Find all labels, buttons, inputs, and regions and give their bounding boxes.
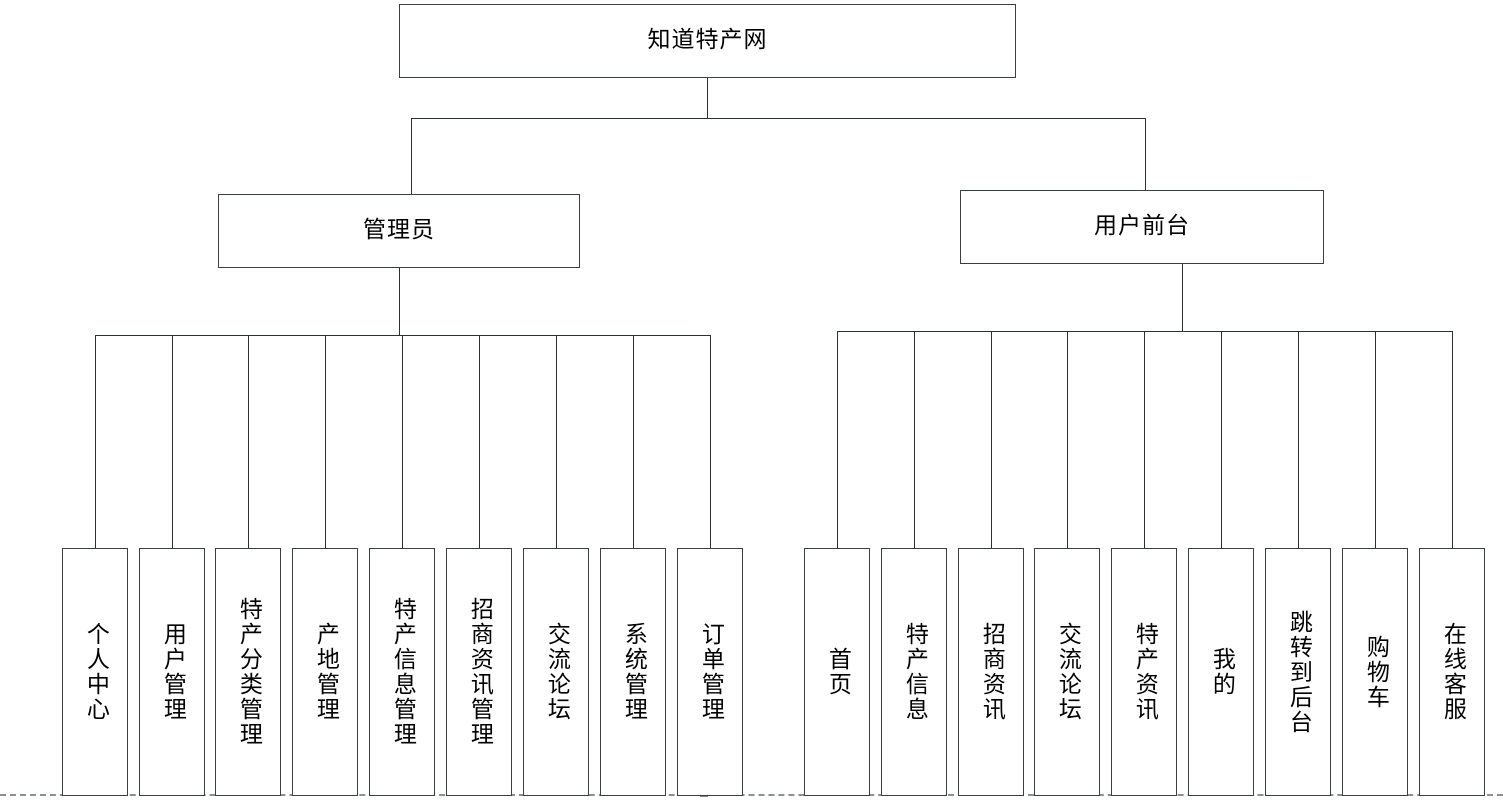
- node-label: 用户管理: [159, 622, 186, 722]
- connector-admin-stem: [399, 268, 400, 335]
- connector-admin-drop-7: [556, 335, 557, 548]
- connector-user-drop-4: [1067, 331, 1068, 548]
- node-admin-specialty-category-management[interactable]: 特产分类管理: [215, 548, 281, 796]
- node-admin-investment-news-management[interactable]: 招商资讯管理: [446, 548, 512, 796]
- node-user-specialty-info[interactable]: 特产信息: [881, 548, 947, 796]
- node-label: 系统管理: [620, 622, 647, 722]
- node-admin-user-management[interactable]: 用户管理: [139, 548, 205, 796]
- node-user-forum[interactable]: 交流论坛: [1034, 548, 1100, 796]
- node-admin-forum[interactable]: 交流论坛: [523, 548, 589, 796]
- node-admin-specialty-info-management[interactable]: 特产信息管理: [369, 548, 435, 796]
- node-root-label: 知道特产网: [647, 27, 768, 54]
- node-admin-system-management[interactable]: 系统管理: [600, 548, 666, 796]
- node-label: 特产信息: [901, 622, 928, 722]
- connector-user-drop-5: [1144, 331, 1145, 548]
- node-user-specialty-news[interactable]: 特产资讯: [1111, 548, 1177, 796]
- connector-user-drop-1: [837, 331, 838, 548]
- connector-user-drop-2: [914, 331, 915, 548]
- connector-root-to-admin: [411, 118, 412, 194]
- connector-root-bus: [411, 118, 1146, 119]
- node-user-home[interactable]: 首页: [804, 548, 870, 796]
- connector-admin-drop-2: [172, 335, 173, 548]
- node-branch-admin-label: 管理员: [363, 217, 435, 244]
- connector-root-to-user: [1145, 118, 1146, 190]
- connector-user-drop-3: [991, 331, 992, 548]
- node-label: 交流论坛: [1054, 622, 1081, 722]
- node-admin-order-management[interactable]: 订单管理: [677, 548, 743, 796]
- page-margin-guide: [0, 794, 1503, 796]
- node-user-shopping-cart[interactable]: 购物车: [1342, 548, 1408, 796]
- node-label: 招商资讯: [978, 622, 1005, 722]
- connector-admin-drop-5: [402, 335, 403, 548]
- connector-user-drop-7: [1298, 331, 1299, 548]
- node-branch-user-label: 用户前台: [1094, 213, 1190, 240]
- node-user-jump-to-backend[interactable]: 跳转到后台: [1265, 548, 1331, 796]
- node-label: 我的: [1208, 647, 1235, 697]
- connector-admin-drop-9: [710, 335, 711, 548]
- node-label: 首页: [824, 647, 851, 697]
- node-label: 购物车: [1362, 634, 1389, 710]
- node-label: 交流论坛: [543, 622, 570, 722]
- node-admin-origin-management[interactable]: 产地管理: [292, 548, 358, 796]
- node-branch-user[interactable]: 用户前台: [960, 190, 1324, 264]
- node-admin-personal-center[interactable]: 个人中心: [62, 548, 128, 796]
- node-label: 特产分类管理: [235, 597, 262, 747]
- connector-user-drop-6: [1221, 331, 1222, 548]
- connector-root-stem: [707, 78, 708, 118]
- node-label: 特产资讯: [1131, 622, 1158, 722]
- node-label: 产地管理: [312, 622, 339, 722]
- connector-admin-drop-4: [325, 335, 326, 548]
- connector-admin-drop-1: [95, 335, 96, 548]
- connector-user-drop-9: [1452, 331, 1453, 548]
- connector-admin-drop-6: [479, 335, 480, 548]
- node-label: 在线客服: [1439, 622, 1466, 722]
- node-label: 跳转到后台: [1285, 609, 1312, 735]
- node-label: 招商资讯管理: [466, 597, 493, 747]
- node-user-investment-news[interactable]: 招商资讯: [958, 548, 1024, 796]
- node-user-online-service[interactable]: 在线客服: [1419, 548, 1485, 796]
- connector-user-drop-8: [1375, 331, 1376, 548]
- node-user-mine[interactable]: 我的: [1188, 548, 1254, 796]
- connector-user-stem: [1182, 264, 1183, 331]
- node-root[interactable]: 知道特产网: [399, 4, 1016, 78]
- node-label: 个人中心: [82, 622, 109, 722]
- node-label: 特产信息管理: [389, 597, 416, 747]
- node-label: 订单管理: [697, 622, 724, 722]
- connector-admin-drop-3: [248, 335, 249, 548]
- node-branch-admin[interactable]: 管理员: [218, 194, 580, 268]
- connector-admin-drop-8: [633, 335, 634, 548]
